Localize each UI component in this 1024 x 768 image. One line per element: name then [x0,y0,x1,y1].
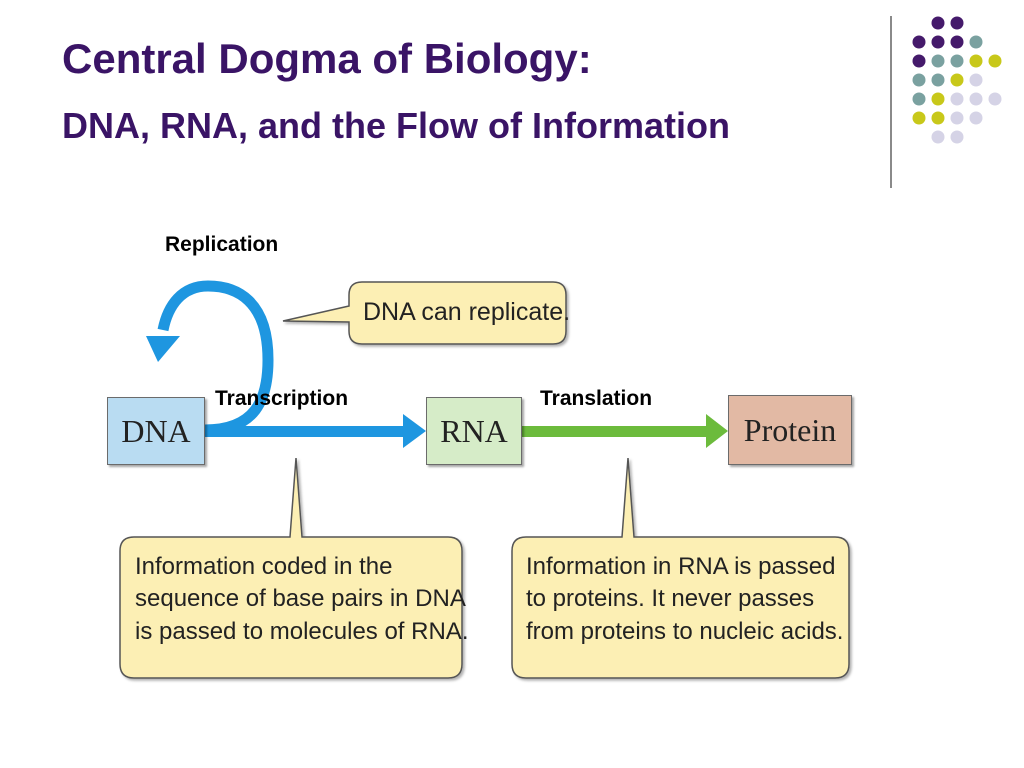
transcription-callout-line: sequence of base pairs in DNA [135,585,466,613]
decorative-dot [950,130,964,144]
dna-box: DNA [107,397,205,465]
decorative-dot [912,54,926,68]
decorative-dot [969,73,983,87]
decorative-dot [950,16,964,30]
decorative-dot [969,92,983,106]
rna-box: RNA [426,397,522,465]
decorative-dot [931,130,945,144]
decorative-dot [931,35,945,49]
translation-callout-line: Information in RNA is passed [526,553,836,580]
slide-title: Central Dogma of Biology: [62,35,592,82]
transcription-arrow-shaft [205,426,405,437]
replication-arrowhead [146,336,180,362]
translation-callout-line: to proteins. It never passes [526,585,815,613]
decorative-dot [950,54,964,68]
translation-arrowhead [706,414,728,448]
transcription-callout-line: Information coded in the [135,553,393,580]
decorative-dot [969,54,983,68]
decorative-dot [950,111,964,125]
decorative-dot [988,54,1002,68]
replication-loop-arrow [157,280,274,436]
protein-box: Protein [728,395,852,465]
transcription-callout-line: is passed to molecules of RNA. [135,617,469,645]
replication-label: Replication [165,233,279,256]
decorative-dot [912,73,926,87]
decorative-dot [912,92,926,106]
replicate-callout-shape [282,281,567,345]
decorative-dot [912,111,926,125]
decorative-dot [988,92,1002,106]
decorative-dot [969,35,983,49]
transcription-label: Transcription [215,387,349,410]
replicate-callout-text: DNA can replicate. [363,298,571,326]
divider-line [890,16,892,188]
decorative-dot [950,92,964,106]
slide-subtitle: DNA, RNA, and the Flow of Information [62,105,730,146]
translation-callout-text: Information in RNA is passed to proteins… [526,551,843,648]
translation-label: Translation [540,387,653,410]
decorative-dot-grid [912,16,1002,144]
decorative-dot [931,92,945,106]
decorative-dot [912,35,926,49]
translation-callout-shape [511,457,850,679]
decorative-dot [969,111,983,125]
decorative-dot [931,16,945,30]
decorative-dot [931,111,945,125]
translation-callout-line: from proteins to nucleic acids. [526,617,844,645]
decorative-dot [931,54,945,68]
decorative-dot [950,73,964,87]
decorative-dot [950,35,964,49]
transcription-callout-text: Information coded in the sequence of bas… [135,551,468,648]
transcription-arrowhead [403,414,426,448]
transcription-callout-shape [119,457,463,679]
translation-arrow-shaft [522,426,708,437]
decorative-dot [931,73,945,87]
